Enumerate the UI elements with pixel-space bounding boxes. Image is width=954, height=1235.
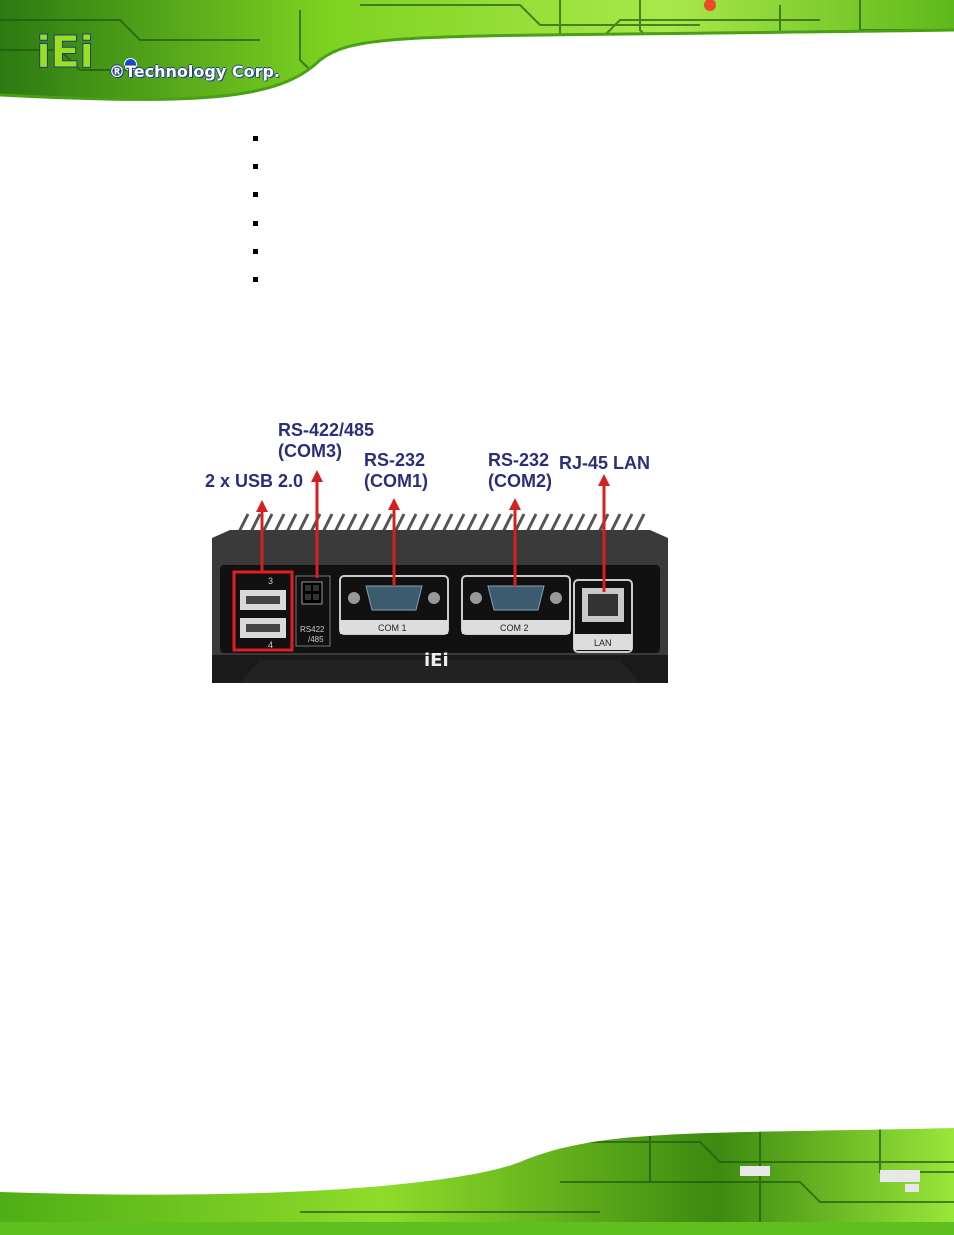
logo-dot-icon <box>124 58 137 71</box>
logo-mark: iEi <box>35 27 94 78</box>
com2-port-label: COM 2 <box>500 623 529 633</box>
com1-port-label: COM 1 <box>378 623 407 633</box>
device-rear-panel-figure: 3 4 RS422 /485 COM 1 COM 2 LAN iEi <box>212 470 668 683</box>
bullet-4 <box>253 221 258 226</box>
label-com2-type: RS-232 <box>488 450 550 470</box>
label-usb: 2 x USB 2.0 <box>205 471 304 491</box>
bullet-6 <box>253 277 258 282</box>
rs422-port-label-2: /485 <box>308 635 324 644</box>
label-com2-port: (COM2) <box>488 471 552 491</box>
rs422-port-label-1: RS422 <box>300 625 325 634</box>
panel-brand-logo: iEi <box>424 650 449 671</box>
footer-banner <box>0 1122 954 1235</box>
label-com1-type: RS-232 <box>364 450 426 470</box>
bullet-1 <box>253 136 258 141</box>
bullet-5 <box>253 249 258 254</box>
header-banner <box>0 0 954 112</box>
label-com3-port: (COM3) <box>278 441 342 461</box>
logo-subtitle: ®Technology Corp. <box>109 62 280 81</box>
label-lan: RJ-45 LAN <box>559 453 651 473</box>
lan-port-label: LAN <box>594 638 612 648</box>
label-com1-port: (COM1) <box>364 471 428 491</box>
usb-port-3-label: 3 <box>268 576 273 586</box>
bullet-2 <box>253 164 258 169</box>
bullet-3 <box>253 192 258 197</box>
callout-arrows <box>256 470 610 592</box>
usb-port-4-label: 4 <box>268 640 273 650</box>
label-com3-type: RS-422/485 <box>278 420 375 440</box>
company-logo: iEi ®Technology Corp. <box>35 27 296 88</box>
